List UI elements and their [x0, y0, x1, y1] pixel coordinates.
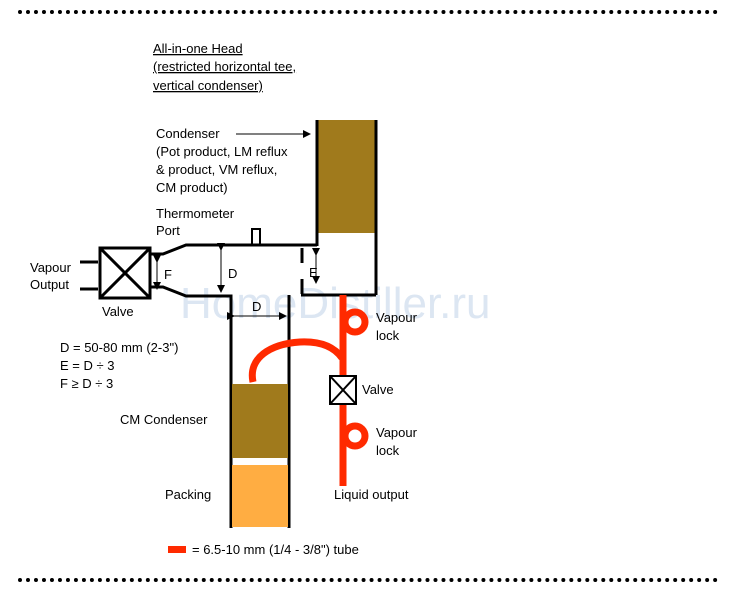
top-condenser-fill [318, 120, 375, 233]
left-valve-label: Valve [102, 304, 134, 319]
cm-condenser-label: CM Condenser [120, 412, 208, 427]
tee-top-wall [150, 243, 317, 256]
packing-label: Packing [165, 487, 211, 502]
formula-F: F ≥ D ÷ 3 [60, 376, 113, 391]
title-line-2: (restricted horizontal tee, [153, 59, 296, 74]
vapour-lock-top-label-1: Vapour [376, 310, 418, 325]
condenser-desc-3: CM product) [156, 180, 228, 195]
thermometer-label: Thermometer [156, 206, 235, 221]
left-valve-icon [98, 246, 152, 300]
dotted-border-top [18, 10, 718, 14]
watermark: HomeDistiller.ru [180, 279, 491, 328]
thermometer-port [251, 228, 261, 246]
formula-E: E = D ÷ 3 [60, 358, 114, 373]
packing-fill [232, 465, 288, 527]
vapour-output-label-2: Output [30, 277, 69, 292]
dotted-border-bottom [18, 578, 718, 582]
cm-reflux-tube [248, 338, 345, 383]
dim-D-vertical-label: D [228, 266, 237, 281]
vapour-lock-bottom [341, 422, 369, 450]
title-line-3: vertical condenser) [153, 78, 263, 93]
thermometer-port-label: Port [156, 223, 180, 238]
condenser-desc-1: (Pot product, LM reflux [156, 144, 288, 159]
condenser-label: Condenser [156, 126, 220, 141]
vapour-lock-bottom-label-2: lock [376, 443, 400, 458]
dim-D-horizontal-label: D [252, 299, 261, 314]
dim-F-label: F [164, 267, 172, 282]
title-line-1: All-in-one Head [153, 41, 243, 56]
condenser-desc-2: & product, VM reflux, [156, 162, 277, 177]
formula-D: D = 50-80 mm (2-3") [60, 340, 178, 355]
dim-E-label: E [309, 265, 318, 280]
legend-tube-swatch [168, 546, 186, 553]
vapour-output-label-1: Vapour [30, 260, 72, 275]
vapour-lock-top [341, 308, 369, 336]
legend-text: = 6.5-10 mm (1/4 - 3/8") tube [192, 542, 359, 557]
vapour-lock-top-label-2: lock [376, 328, 400, 343]
liquid-output-label: Liquid output [334, 487, 409, 502]
right-valve-label: Valve [362, 382, 394, 397]
right-valve-icon [329, 375, 357, 405]
vapour-lock-bottom-label-1: Vapour [376, 425, 418, 440]
cm-condenser-fill [232, 384, 288, 458]
